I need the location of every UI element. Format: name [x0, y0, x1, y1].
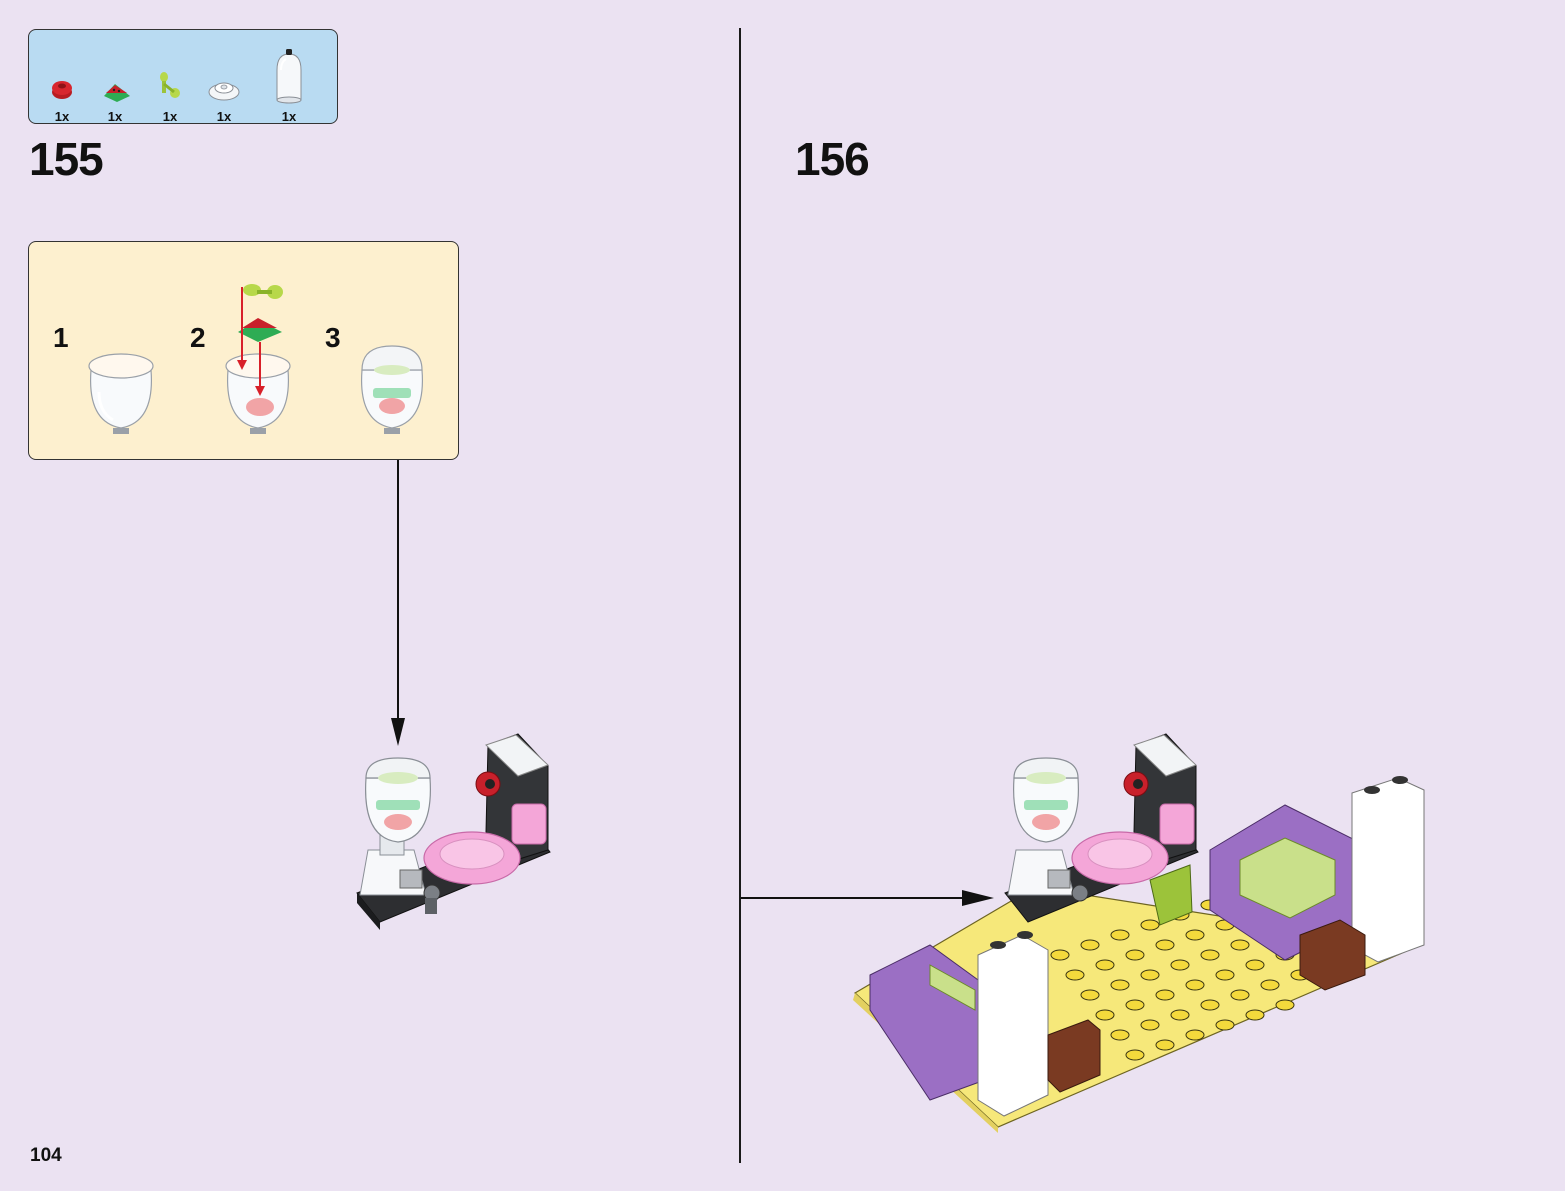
page-number: 104 — [30, 1145, 62, 1167]
